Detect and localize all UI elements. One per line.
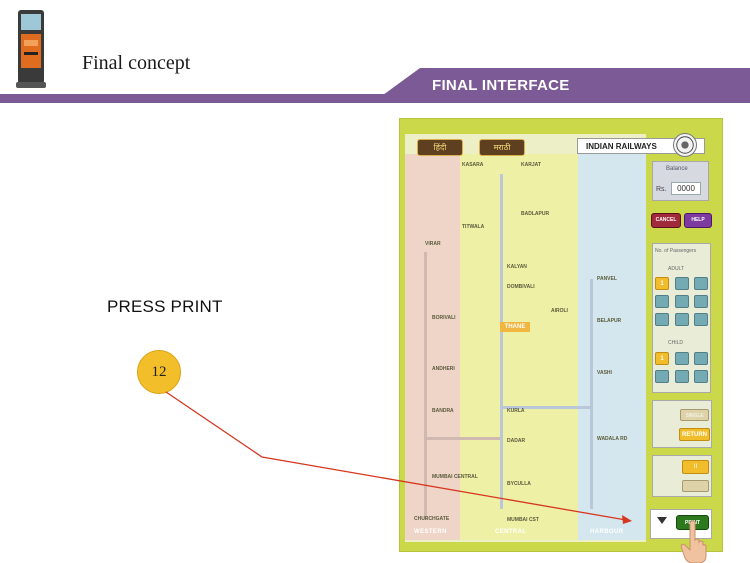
child-count-key[interactable] xyxy=(694,370,708,383)
station-label: BYCULLA xyxy=(507,481,531,487)
station-label: CHURCHGATE xyxy=(414,516,450,522)
station-label: VASHI xyxy=(597,370,612,376)
header-bar xyxy=(0,94,750,103)
station-label: WADALA RD xyxy=(597,436,628,442)
child-count-selected[interactable]: 1 xyxy=(655,352,669,365)
adult-count-key[interactable] xyxy=(675,313,689,326)
station-label: ANDHERI xyxy=(432,366,455,372)
class-second-button[interactable]: II xyxy=(682,460,709,474)
zone-label-central: CENTRAL xyxy=(495,529,527,535)
child-count-key[interactable] xyxy=(675,352,689,365)
station-label: BELAPUR xyxy=(597,318,622,324)
currency-label: Rs. xyxy=(656,186,667,193)
adult-count-key[interactable] xyxy=(694,295,708,308)
station-label: PANVEL xyxy=(597,276,617,282)
adult-count-key[interactable] xyxy=(655,313,669,326)
adult-count-selected[interactable]: 1 xyxy=(655,277,669,290)
return-journey-button[interactable]: RETURN xyxy=(679,428,710,441)
station-label: TITWALA xyxy=(462,224,485,230)
class-first-button[interactable] xyxy=(682,480,709,492)
adult-label: ADULT xyxy=(668,266,685,272)
harbour-line xyxy=(590,279,593,509)
adult-count-key[interactable] xyxy=(675,295,689,308)
lang-button-marathi[interactable]: मराठी xyxy=(479,139,525,156)
adult-count-key[interactable] xyxy=(655,295,669,308)
harbour-zone xyxy=(578,154,646,540)
single-journey-button[interactable]: SINGLE xyxy=(680,409,709,421)
zone-label-harbour: HARBOUR xyxy=(590,529,624,535)
western-line xyxy=(424,252,427,520)
section-tab-label: FINAL INTERFACE xyxy=(432,77,570,94)
station-label: MUMBAI CST xyxy=(507,517,539,523)
child-label: CHILD xyxy=(668,340,684,346)
arrow-down-icon xyxy=(657,517,667,524)
station-thane-highlight: THANE xyxy=(500,322,530,332)
station-label: BORIVALI xyxy=(432,315,456,321)
kiosk-illustration-icon xyxy=(16,10,46,88)
station-label: MUMBAI CENTRAL xyxy=(432,474,478,480)
child-count-key[interactable] xyxy=(655,370,669,383)
station-label: AIROLI xyxy=(551,308,568,314)
station-label: DOMBIVALI xyxy=(507,284,535,290)
adult-count-key[interactable] xyxy=(675,277,689,290)
balance-label: Balance xyxy=(666,166,688,172)
lang-button-hindi[interactable]: हिंदी xyxy=(417,139,463,156)
station-label: BADLAPUR xyxy=(521,211,550,217)
cancel-button[interactable]: CANCEL xyxy=(651,213,681,228)
station-label: VIRAR xyxy=(425,241,441,247)
adult-count-key[interactable] xyxy=(694,313,708,326)
station-label: KARJAT xyxy=(521,162,541,168)
balance-value: 0000 xyxy=(671,182,701,195)
station-label: KASARA xyxy=(462,162,484,168)
railway-emblem-icon xyxy=(673,133,697,157)
child-count-key[interactable] xyxy=(694,352,708,365)
zone-label-western: WESTERN xyxy=(414,529,447,535)
hand-pointer-icon xyxy=(680,520,707,563)
station-label: KALYAN xyxy=(507,264,527,270)
dadar-link xyxy=(425,437,500,440)
slide-title: Final concept xyxy=(82,52,191,74)
station-label: DADAR xyxy=(507,438,526,444)
station-label: KURLA xyxy=(507,408,525,414)
child-count-key[interactable] xyxy=(675,370,689,383)
western-zone xyxy=(405,154,460,540)
passengers-label: No. of Passengers xyxy=(655,248,697,254)
help-button[interactable]: HELP xyxy=(684,213,712,228)
instruction-text: PRESS PRINT xyxy=(107,297,223,316)
central-line xyxy=(500,174,503,509)
step-number-badge: 12 xyxy=(137,350,181,394)
station-label: BANDRA xyxy=(432,408,454,414)
adult-count-key[interactable] xyxy=(694,277,708,290)
